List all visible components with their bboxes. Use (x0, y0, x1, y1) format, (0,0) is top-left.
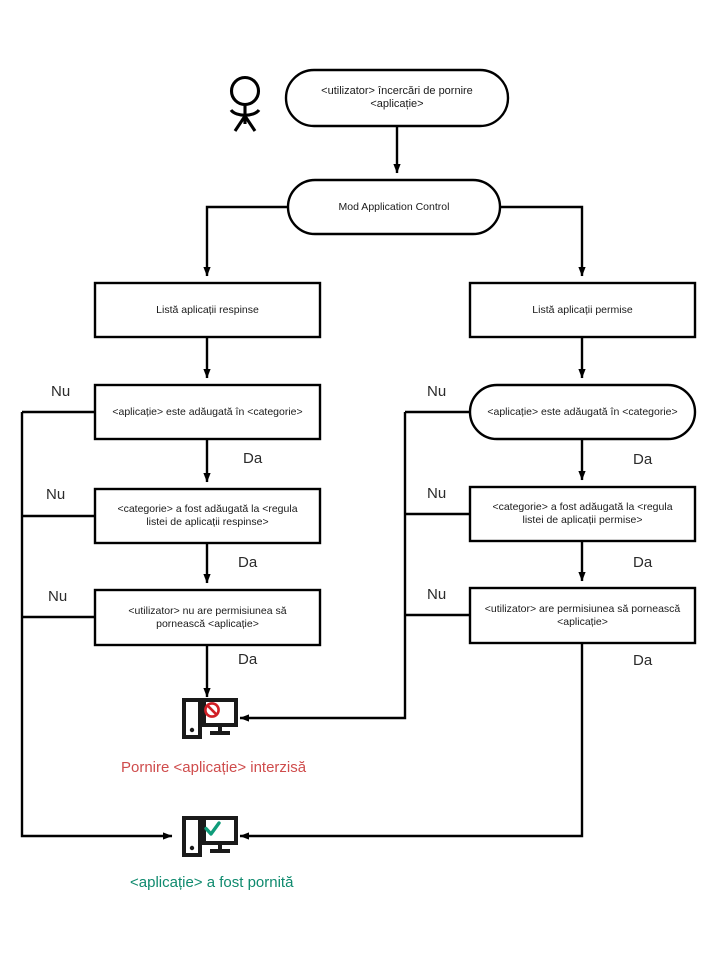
node-mode-shape (286, 178, 502, 236)
edge-label-denied-category-yes: Da (243, 450, 263, 467)
edge-label-allowed-permission-no: Nu (427, 586, 447, 603)
node-allowed-permission-shape (468, 586, 697, 645)
edge-right-no-rail-to-blocked-icon (239, 412, 407, 722)
edge-label-denied-rule-yes: Da (238, 554, 258, 571)
edge-label-allowed-rule-no: Nu (427, 485, 447, 502)
outcome-allowed-label: <aplicație> a fost pornită (130, 874, 294, 891)
node-denied-in-category-shape (93, 383, 322, 441)
node-allowed-rule-shape (468, 485, 697, 543)
edge-label-allowed-category-yes: Da (633, 451, 653, 468)
node-denied-list-shape (93, 281, 322, 339)
outcome-denied-label: Pornire <aplicație> interzisă (121, 759, 307, 776)
edge-mode-to-denied-list (203, 205, 288, 277)
edge-label-denied-category-no: Nu (51, 383, 71, 400)
edge-label-allowed-permission-yes: Da (633, 652, 653, 669)
computer-allowed-icon (182, 816, 238, 857)
node-allowed-list-shape (468, 281, 697, 339)
computer-blocked-icon (182, 698, 238, 739)
node-allowed-in-category-shape (468, 383, 697, 441)
edge-label-denied-permission-no: Nu (48, 588, 68, 605)
edge-label-denied-permission-yes: Da (238, 651, 258, 668)
edge-label-denied-rule-no: Nu (46, 486, 66, 503)
node-start-shape (284, 68, 510, 128)
node-denied-permission-shape (93, 588, 322, 647)
node-denied-rule-shape (93, 487, 322, 545)
edge-label-allowed-rule-yes: Da (633, 554, 653, 571)
edge-allowed-permission-yes-to-allowed-icon (239, 643, 584, 840)
edge-mode-to-allowed-list (500, 205, 586, 277)
edge-label-allowed-category-no: Nu (427, 383, 447, 400)
edge-left-no-rail-to-allowed-icon (20, 412, 173, 840)
user-actor-icon (229, 75, 261, 132)
